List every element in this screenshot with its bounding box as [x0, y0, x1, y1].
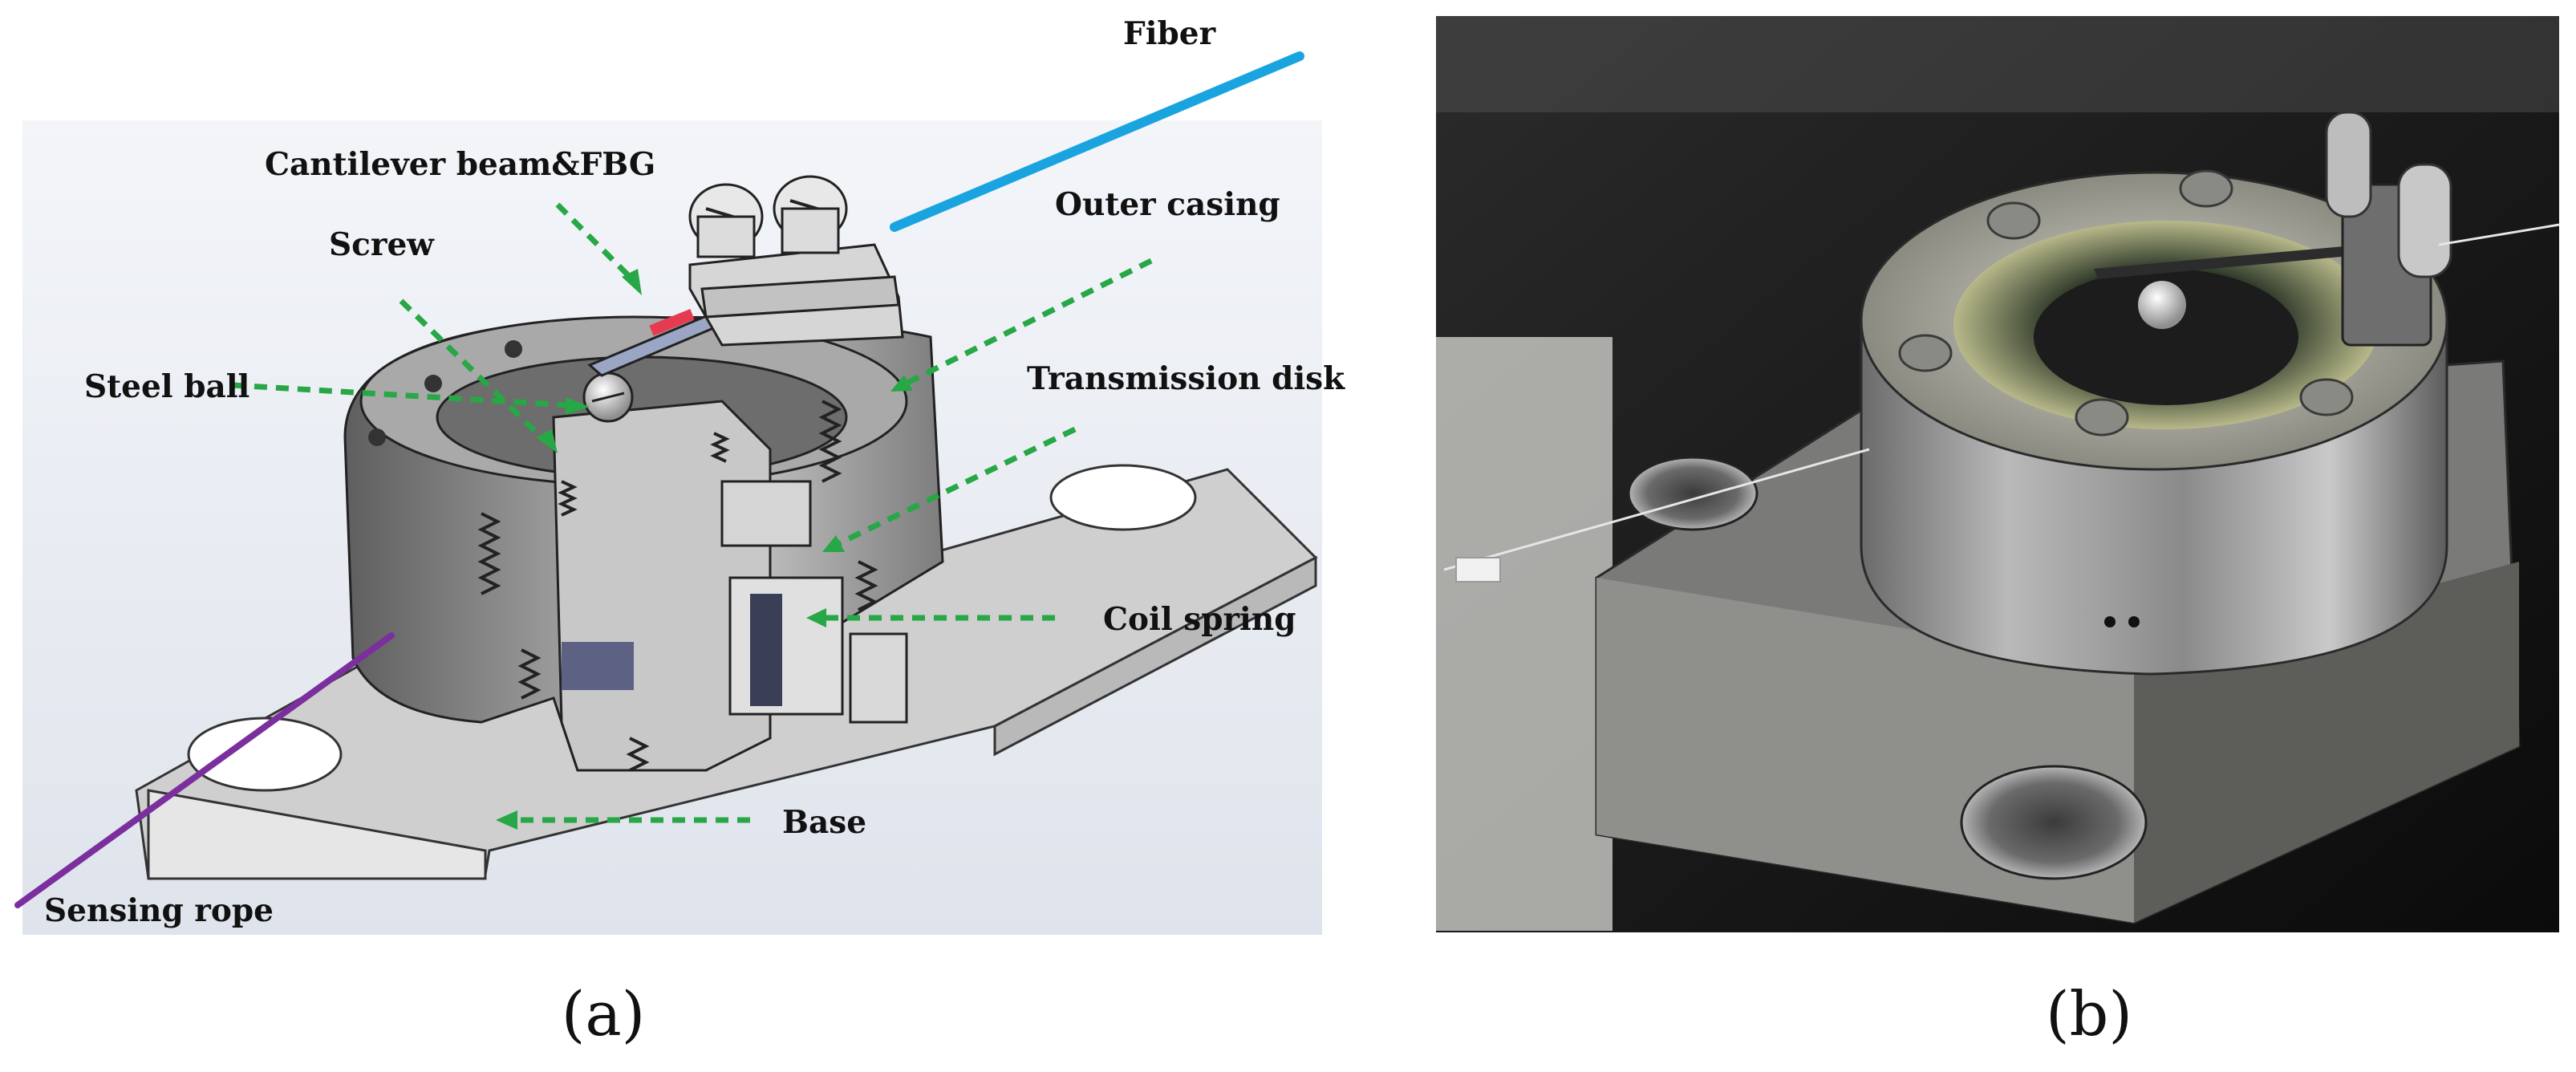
- panel-b: (b): [1436, 16, 2560, 1050]
- label-outer-casing: Outer casing: [1055, 186, 1280, 223]
- fbg-marker: [649, 309, 695, 336]
- clamp-screw-1: [688, 183, 764, 258]
- photo-cantilever-clamp: [1443, 111, 2560, 583]
- leader-arrows: [232, 202, 1153, 830]
- label-screw: Screw: [329, 226, 435, 263]
- label-coil-spring: Coil spring: [1103, 601, 1296, 638]
- clamp-block: [688, 175, 904, 347]
- photo-cylinder: [1860, 169, 2448, 676]
- caption-a: (a): [562, 978, 646, 1050]
- arrow-screw: [399, 298, 548, 444]
- steel-ball: [582, 372, 634, 423]
- arrow-outer-casing: [901, 258, 1153, 388]
- label-cantilever-beam-fbg: Cantilever beam&FBG: [265, 146, 655, 183]
- internal-section: [552, 400, 908, 772]
- caption-b: (b): [2046, 978, 2132, 1050]
- sensing-rope-line: [14, 632, 395, 908]
- label-steel-ball: Steel ball: [84, 368, 249, 405]
- coil-springs: [477, 400, 878, 772]
- label-base: Base: [782, 804, 866, 841]
- label-fiber: Fiber: [1123, 15, 1216, 52]
- arrow-cantilever: [555, 202, 636, 283]
- arrow-transmission-disk: [833, 426, 1077, 549]
- label-sensing-rope: Sensing rope: [44, 892, 274, 929]
- clamp-screw-2: [773, 175, 848, 254]
- panel-a: Fiber Cantilever beam&FBG Outer casing S…: [14, 15, 1345, 1050]
- label-transmission-disk: Transmission disk: [1027, 360, 1345, 397]
- fiber-line: [890, 51, 1304, 232]
